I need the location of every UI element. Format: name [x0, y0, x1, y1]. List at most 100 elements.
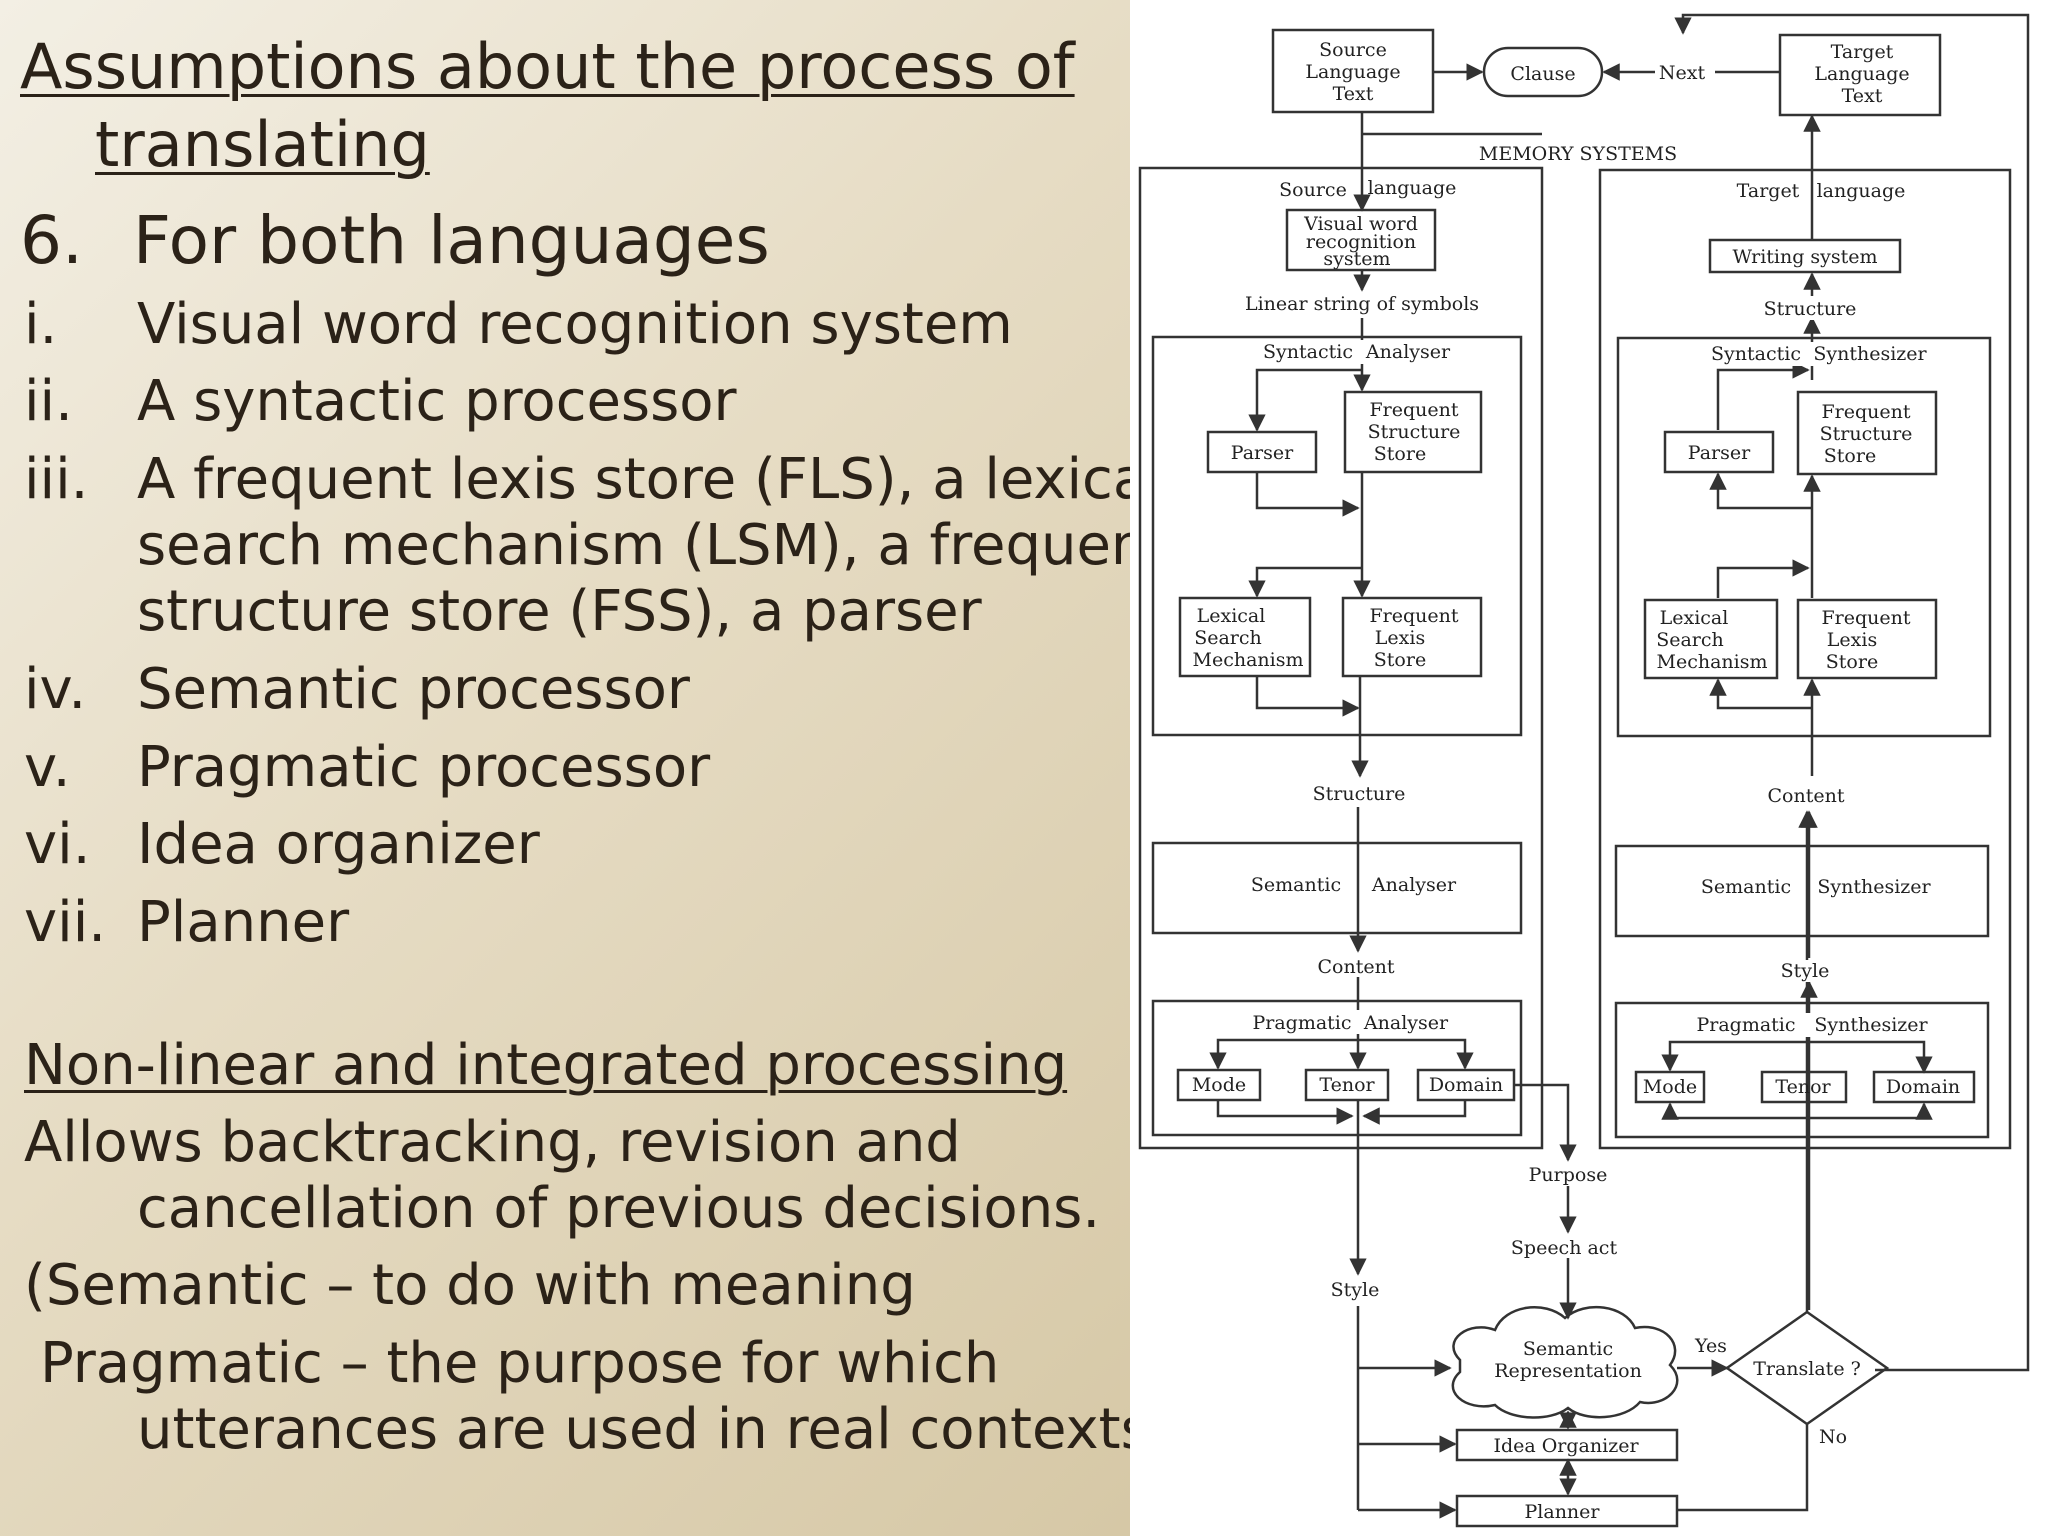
list-item-number: v. [24, 735, 71, 800]
analyser-label: Analyser [1365, 341, 1451, 363]
slide-title-line2: translating [95, 108, 430, 181]
visual-word-label: Visual word [1303, 213, 1418, 235]
point-number: 6. [20, 202, 83, 279]
parser-box [1663, 430, 1775, 474]
style-label: Style [1331, 1279, 1380, 1301]
clause-box [1482, 46, 1604, 98]
fls-label: Lexis [1827, 629, 1877, 651]
tenor-box [1304, 1068, 1390, 1102]
target-text-label: Text [1842, 85, 1883, 107]
fls-box [1796, 598, 1938, 680]
memory-systems-label: MEMORY SYSTEMS [1479, 143, 1677, 165]
fss-label: Structure [1368, 421, 1461, 443]
source-language-label: Source [1279, 179, 1347, 201]
fss-label: Frequent [1369, 399, 1458, 421]
list-item-number: iv. [24, 657, 87, 722]
content-label: Content [1768, 785, 1845, 807]
paragraph-line: cancellation of previous decisions. [137, 1176, 1101, 1241]
lsm-label: Lexical [1660, 607, 1729, 629]
point-text: For both languages [133, 202, 770, 279]
semantic-label: Semantic [1701, 876, 1791, 898]
clause-label: Clause [1510, 63, 1575, 85]
list-item-number: ii. [24, 369, 73, 434]
list-item: Semantic processor [137, 657, 690, 722]
tenor-label: Tenor [1775, 1076, 1831, 1098]
linear-string-label: Linear string of symbols [1245, 293, 1479, 315]
yes-label: Yes [1694, 1335, 1727, 1357]
lsm-box [1178, 596, 1312, 678]
fls-label: Store [1374, 649, 1426, 671]
list-item: Planner [137, 890, 350, 955]
structure-label: Structure [1764, 298, 1857, 320]
translate-label: Translate ? [1753, 1358, 1861, 1380]
paragraph-line: Pragmatic – the purpose for which [40, 1331, 1000, 1396]
writing-system-box [1708, 238, 1902, 274]
subheading: Non-linear and integrated processing [24, 1033, 1068, 1098]
source-memory-box [1138, 166, 1544, 1150]
semantic-rep-label: Semantic [1523, 1338, 1613, 1360]
syntactic-synthesizer-box [1616, 336, 1992, 738]
structure-label: Structure [1313, 783, 1406, 805]
fls-label: Store [1826, 651, 1878, 673]
list-item: A syntactic processor [137, 369, 737, 434]
visual-word-label: recognition [1306, 231, 1416, 253]
fss-box [1343, 390, 1483, 474]
fss-box [1796, 390, 1938, 476]
purpose-label: Purpose [1529, 1164, 1608, 1186]
target-memory-box [1598, 168, 2012, 1150]
content-label: Content [1318, 956, 1395, 978]
paragraph-line: utterances are used in real contexts) [137, 1397, 1172, 1462]
fss-label: Store [1374, 443, 1426, 465]
pragmatic-analyser-box [1151, 999, 1523, 1137]
domain-label: Domain [1886, 1076, 1960, 1098]
fls-box [1341, 596, 1483, 678]
list-item: Idea organizer [137, 812, 540, 877]
parser-label: Parser [1688, 442, 1751, 464]
style-label: Style [1781, 960, 1830, 982]
slide-title-line1: Assumptions about the process of [20, 30, 1075, 103]
target-language-label: Target [1737, 180, 1800, 202]
fss-label: Store [1824, 445, 1876, 467]
visual-word-label: system [1323, 248, 1390, 270]
tenor-box [1760, 1070, 1848, 1104]
semantic-rep-label: Representation [1494, 1360, 1642, 1382]
target-text-label: Language [1814, 63, 1909, 85]
list-item: Visual word recognition system [137, 292, 1013, 357]
pragmatic-label: Pragmatic [1696, 1014, 1795, 1036]
analyser-label: Analyser [1363, 1012, 1449, 1034]
translation-process-diagram: Source Language Text Clause Next Target … [1138, 13, 2030, 1528]
pragmatic-synthesizer-box [1614, 1001, 1990, 1139]
paragraph-line: (Semantic – to do with meaning [24, 1253, 916, 1318]
list-item-number: vii. [24, 890, 107, 955]
semantic-representation-cloud [1451, 1305, 1679, 1419]
idea-organizer-label: Idea Organizer [1493, 1435, 1639, 1457]
analyser-label: Analyser [1371, 874, 1457, 896]
domain-box [1872, 1070, 1976, 1104]
list-item-number: i. [24, 292, 58, 357]
syntactic-label: Syntactic [1263, 341, 1353, 363]
parser-label: Parser [1231, 442, 1294, 464]
mode-label: Mode [1192, 1074, 1246, 1096]
lsm-label: Lexical [1197, 605, 1266, 627]
list-item: structure store (FSS), a parser [137, 579, 982, 644]
lsm-box [1643, 598, 1779, 680]
target-text-label: Target [1831, 41, 1894, 63]
no-label: No [1819, 1426, 1847, 1448]
planner-label: Planner [1525, 1501, 1601, 1523]
syntactic-analyser-box [1151, 335, 1523, 737]
semantic-label: Semantic [1251, 874, 1341, 896]
diagram-panel: Source Language Text Clause Next Target … [1130, 0, 2048, 1536]
fss-label: Frequent [1821, 401, 1910, 423]
source-language-label: language [1368, 177, 1457, 199]
mode-box [1634, 1070, 1706, 1104]
writing-system-label: Writing system [1732, 246, 1877, 268]
semantic-analyser-box [1151, 841, 1523, 935]
source-text-label: Source [1319, 39, 1387, 61]
parser-box [1206, 430, 1318, 474]
fls-label: Frequent [1369, 605, 1458, 627]
source-text-label: Text [1333, 83, 1374, 105]
lsm-label: Mechanism [1193, 649, 1304, 671]
semantic-synthesizer-box [1614, 844, 1990, 938]
list-item: A frequent lexis store (FLS), a lexical [137, 447, 1163, 512]
tenor-label: Tenor [1319, 1074, 1375, 1096]
